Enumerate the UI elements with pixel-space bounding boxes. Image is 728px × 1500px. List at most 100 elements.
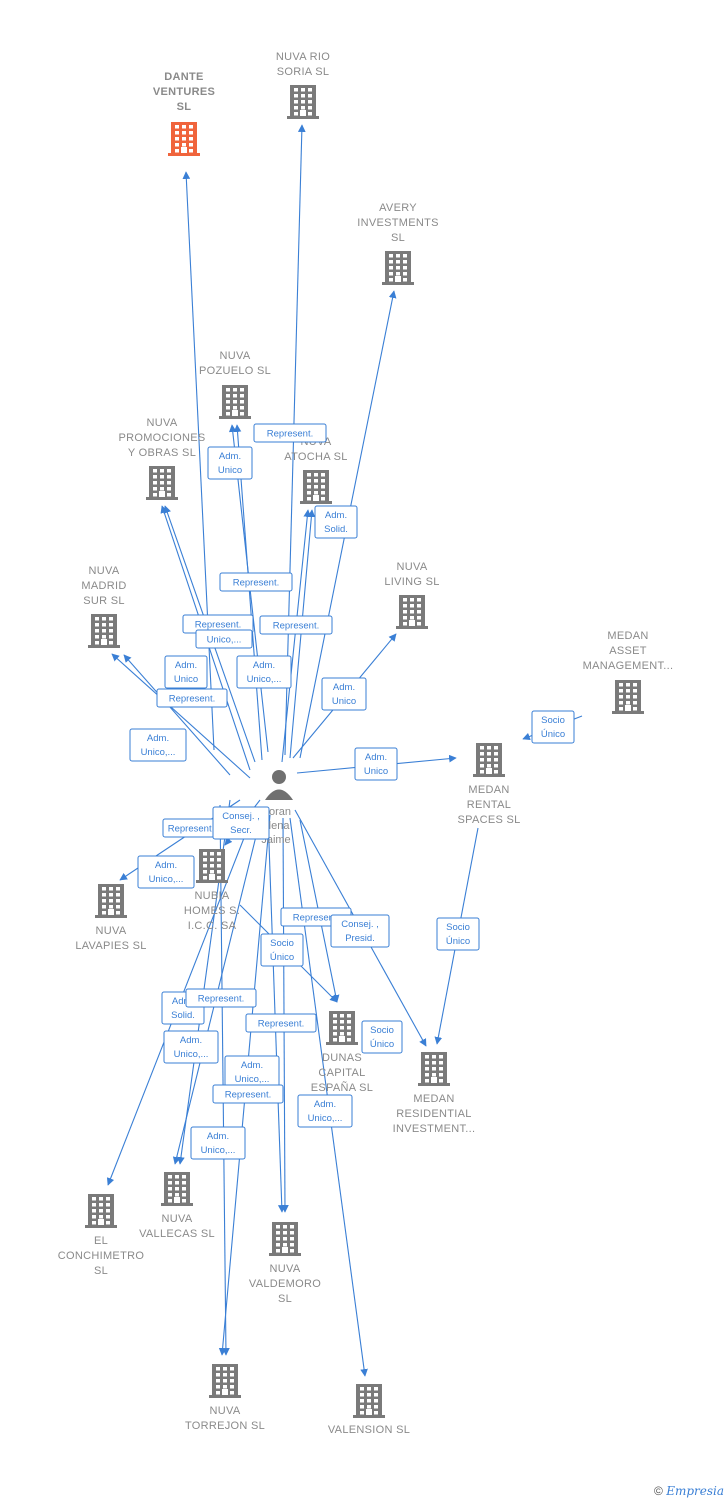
relation-label[interactable]: Adm.Unico,... — [190, 1126, 246, 1160]
relation-label[interactable]: Represent. — [162, 818, 220, 838]
relation-label[interactable]: Adm.Unico — [164, 655, 208, 689]
company-label: INVESTMENTS — [357, 217, 439, 229]
company-label: POZUELO SL — [199, 365, 271, 377]
relation-text: Represent. — [233, 578, 279, 589]
company-label: VALLECAS SL — [139, 1228, 215, 1240]
building-icon[interactable] — [418, 1052, 450, 1086]
relation-text: Socio — [270, 938, 294, 949]
building-icon[interactable] — [168, 122, 200, 156]
relation-label[interactable]: Adm.Unico — [207, 446, 253, 480]
building-icon[interactable] — [209, 1364, 241, 1398]
company-label: ATOCHA SL — [284, 451, 347, 463]
relation-text: Represent. — [168, 824, 214, 835]
building-icon[interactable] — [353, 1384, 385, 1418]
relation-label[interactable]: Represent. — [212, 1084, 284, 1104]
relation-label[interactable]: Adm.Unico,... — [297, 1094, 353, 1128]
company-label: MEDAN — [607, 630, 648, 642]
building-icon[interactable] — [219, 385, 251, 419]
person-icon — [265, 770, 293, 800]
building-icon[interactable] — [196, 849, 228, 883]
company-label: NUVA — [270, 1263, 301, 1275]
relation-text: Adm. — [175, 660, 197, 671]
relation-label[interactable]: Adm.Solid. — [314, 505, 358, 539]
building-icon[interactable] — [269, 1222, 301, 1256]
brand-logo[interactable]: Empresia — [666, 1484, 724, 1498]
relation-text: Represent. — [267, 429, 313, 440]
relation-label[interactable]: Represent. — [253, 423, 327, 443]
relation-text: Unico,... — [235, 1074, 270, 1085]
relation-label[interactable]: Adm.Unico — [321, 677, 367, 711]
company-node-pozuelo[interactable]: NUVA POZUELO SL — [199, 350, 271, 419]
relation-text: Adm. — [172, 996, 194, 1007]
company-node-atocha[interactable]: NUVAATOCHA SL — [284, 436, 347, 504]
relation-label[interactable]: Adm.Unico,... — [163, 1030, 219, 1064]
company-node-asset[interactable]: MEDANASSETMANAGEMENT... — [583, 630, 674, 714]
building-icon[interactable] — [612, 680, 644, 714]
relation-label[interactable]: Adm.Unico,... — [129, 728, 187, 762]
company-label: MADRID — [81, 580, 126, 592]
company-label: NUVA — [397, 561, 428, 573]
company-label: NUVA — [220, 350, 251, 362]
relation-text: Único — [370, 1039, 394, 1050]
building-icon[interactable] — [382, 251, 414, 285]
building-icon[interactable] — [85, 1194, 117, 1228]
relation-label[interactable]: Consej. ,Presid. — [330, 914, 390, 948]
edge-P-dante — [182, 171, 215, 751]
building-icon[interactable] — [300, 470, 332, 504]
relation-label[interactable]: Unico,... — [195, 629, 253, 649]
relation-label[interactable]: Represent. — [185, 988, 257, 1008]
building-icon[interactable] — [146, 466, 178, 500]
building-icon[interactable] — [396, 595, 428, 629]
relation-text: Represent. — [225, 1090, 271, 1101]
relation-label[interactable]: Adm.Unico — [354, 747, 398, 781]
relation-text: Unico,... — [247, 674, 282, 685]
building-icon[interactable] — [161, 1172, 193, 1206]
building-icon[interactable] — [95, 884, 127, 918]
relation-label[interactable]: Consej. ,Secr. — [212, 806, 270, 840]
company-label: RESIDENTIAL — [396, 1108, 471, 1120]
relation-text: Adm. — [155, 860, 177, 871]
relation-text: Consej. , — [222, 811, 260, 822]
relation-label[interactable]: Represent. — [219, 572, 293, 592]
relation-label[interactable]: Represent. — [156, 688, 228, 708]
building-icon[interactable] — [88, 614, 120, 648]
company-node-residential[interactable]: MEDANRESIDENTIALINVESTMENT... — [393, 1052, 476, 1135]
relation-label[interactable]: Adm.Unico,... — [137, 855, 195, 889]
company-label: AVERY — [379, 202, 417, 214]
relation-text: Presid. — [345, 933, 375, 944]
building-icon[interactable] — [287, 85, 319, 119]
company-label: CONCHIMETRO — [58, 1250, 145, 1262]
company-label: I.C.C. SA — [188, 920, 237, 932]
building-icon[interactable] — [473, 743, 505, 777]
company-label: SL — [278, 1293, 292, 1305]
company-label: LAVAPIES SL — [75, 940, 146, 952]
relation-label[interactable]: Represent. — [259, 615, 333, 635]
relation-text: Unico,... — [308, 1113, 343, 1124]
company-label: HOMES S. — [184, 905, 240, 917]
relation-label[interactable]: Represent. — [245, 1013, 317, 1033]
relation-text: Unico,... — [201, 1145, 236, 1156]
relation-label[interactable]: Adm.Unico,... — [224, 1055, 280, 1089]
relation-label[interactable]: Adm.Unico,... — [236, 655, 292, 689]
building-icon[interactable] — [326, 1011, 358, 1045]
company-node-valension[interactable]: VALENSION SL — [328, 1384, 410, 1436]
relation-text: Unico — [332, 696, 356, 707]
